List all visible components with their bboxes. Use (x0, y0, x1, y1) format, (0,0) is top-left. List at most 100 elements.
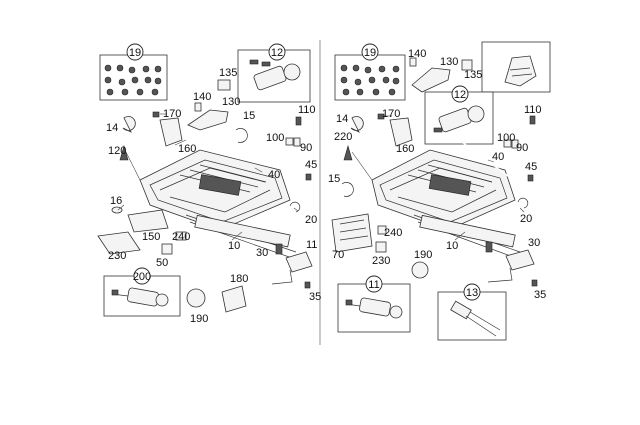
right-kit-19-box (334, 54, 406, 101)
part-110 (295, 116, 302, 126)
part-190 (411, 261, 429, 279)
hardware-icons (340, 64, 400, 96)
callout-number: 12 (271, 47, 283, 59)
left-seat-frame (139, 149, 297, 259)
label-35: 35 (534, 289, 546, 301)
part-45 (527, 174, 534, 182)
label-16: 16 (110, 195, 122, 207)
label-14: 14 (106, 122, 118, 134)
part-180 (221, 285, 247, 313)
right-lever-30 (487, 249, 535, 283)
label-10: 10 (446, 240, 458, 252)
part-160 (389, 117, 413, 147)
part-160 (159, 117, 183, 147)
part-50 (485, 241, 493, 253)
label-110: 110 (524, 104, 542, 116)
left-callout-12: 12 (268, 43, 286, 61)
part-230 (375, 241, 387, 253)
label-110: 110 (298, 104, 316, 116)
label-150: 150 (142, 231, 160, 243)
part-100 (503, 139, 512, 148)
label-120: 120 (108, 145, 126, 157)
callout-number: 13 (466, 287, 478, 299)
part-130 (411, 67, 451, 93)
label-30: 30 (528, 237, 540, 249)
callout-number: 12 (454, 89, 466, 101)
part-130 (187, 109, 229, 131)
label-40: 40 (492, 151, 504, 163)
label-100: 100 (497, 132, 515, 144)
label-70: 70 (332, 249, 344, 261)
label-130: 130 (222, 96, 240, 108)
part-240 (175, 231, 187, 241)
label-190: 190 (190, 313, 208, 325)
label-50: 30 (256, 247, 268, 259)
label-15: 15 (328, 173, 340, 185)
part-15 (341, 182, 354, 197)
part-135 (217, 79, 231, 91)
label-160: 160 (396, 143, 414, 155)
part-20 (517, 197, 529, 209)
part-240 (377, 225, 387, 235)
label-135: 135 (464, 69, 482, 81)
callout-number: 19 (129, 47, 141, 59)
part-45 (305, 173, 312, 181)
part-35 (531, 279, 538, 287)
label-20: 20 (305, 214, 317, 226)
part-140 (194, 102, 202, 112)
right-leaders (351, 115, 525, 241)
part-35 (304, 281, 311, 289)
label-14: 14 (336, 113, 348, 125)
left-rail-40 (254, 151, 303, 181)
left-leaders (117, 113, 299, 241)
left-panel: 19 12 (97, 43, 321, 325)
part-20 (289, 201, 301, 213)
callout-number: 19 (364, 47, 376, 59)
part-135 (461, 59, 473, 71)
label-140: 140 (408, 48, 426, 60)
right-rail-40 (461, 141, 517, 183)
label-230: 50 (156, 257, 168, 269)
label-240: 240 (384, 227, 402, 239)
part-100 (285, 137, 294, 146)
part-110 (529, 115, 536, 125)
label-45: 45 (305, 159, 317, 171)
label-130: 130 (440, 56, 458, 68)
hardware-icons (104, 64, 162, 96)
right-callout-13: 13 (463, 283, 481, 301)
part-14 (350, 116, 364, 133)
label-190: 190 (414, 249, 432, 261)
label-180: 180 (230, 273, 248, 285)
label-40: 40 (268, 169, 280, 181)
left-lever-30 (271, 251, 313, 285)
label-140: 140 (193, 91, 211, 103)
label-135: 135 (219, 67, 237, 79)
right-callout-19: 19 (361, 43, 379, 61)
label-45: 45 (525, 161, 537, 173)
part-230 (161, 243, 173, 255)
left-callout-19: 19 (126, 43, 144, 61)
right-seat-frame (371, 149, 521, 259)
label-170: 170 (163, 108, 181, 120)
part-170 (377, 113, 385, 120)
label-200: 230 (108, 250, 126, 262)
part-220 (343, 144, 353, 161)
part-140 (409, 57, 417, 67)
callout-number: 11 (368, 279, 379, 291)
part-50 (275, 243, 283, 255)
label-170: 170 (382, 108, 400, 120)
label-100: 100 (266, 132, 284, 144)
right-panel: 19 12 (328, 41, 551, 341)
callout-number: 200 (133, 271, 151, 283)
label-35: 35 (309, 291, 321, 303)
part-15 (235, 128, 248, 143)
label-160: 160 (178, 143, 196, 155)
part-190 (186, 288, 206, 308)
right-callout-11: 11 (365, 275, 383, 293)
part-90 (293, 137, 301, 147)
part-170 (152, 111, 160, 118)
label-220: 220 (334, 131, 352, 143)
label-230: 230 (372, 255, 390, 267)
label-15: 15 (243, 110, 255, 122)
